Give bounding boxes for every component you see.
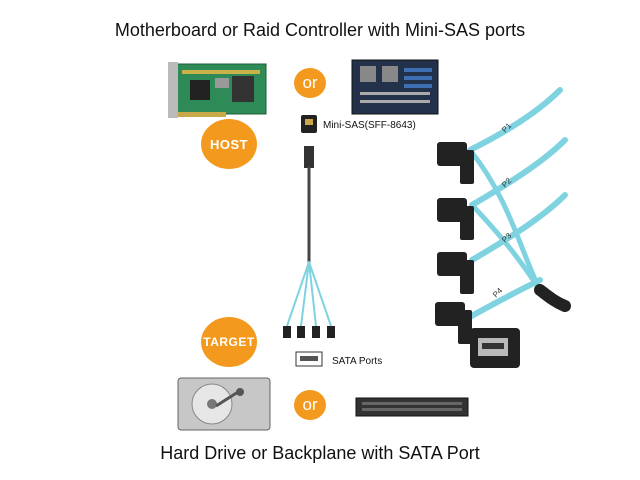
hard-drive-image <box>177 377 271 431</box>
cable-tags: P1 P2 P3 P4 <box>491 121 514 300</box>
or-badge-top: or <box>294 68 326 98</box>
mini-sas-label: Mini-SAS(SFF-8643) <box>323 120 416 131</box>
mini-sas-icon <box>301 115 317 133</box>
sata-ports-label: SATA Ports <box>332 356 383 367</box>
sas-cable-image <box>435 87 571 368</box>
motherboard-image <box>351 59 439 115</box>
sata-port-icon <box>295 351 323 367</box>
fanout-cable-diagram <box>283 146 335 338</box>
backplane-image <box>355 397 469 417</box>
or-badge-bottom: or <box>294 390 326 420</box>
page-title: Motherboard or Raid Controller with Mini… <box>114 20 526 40</box>
footer-title: Hard Drive or Backplane with SATA Port <box>160 443 480 463</box>
target-badge: TARGET <box>201 317 257 367</box>
raid-card-image <box>168 62 267 118</box>
host-badge: HOST <box>201 119 257 169</box>
